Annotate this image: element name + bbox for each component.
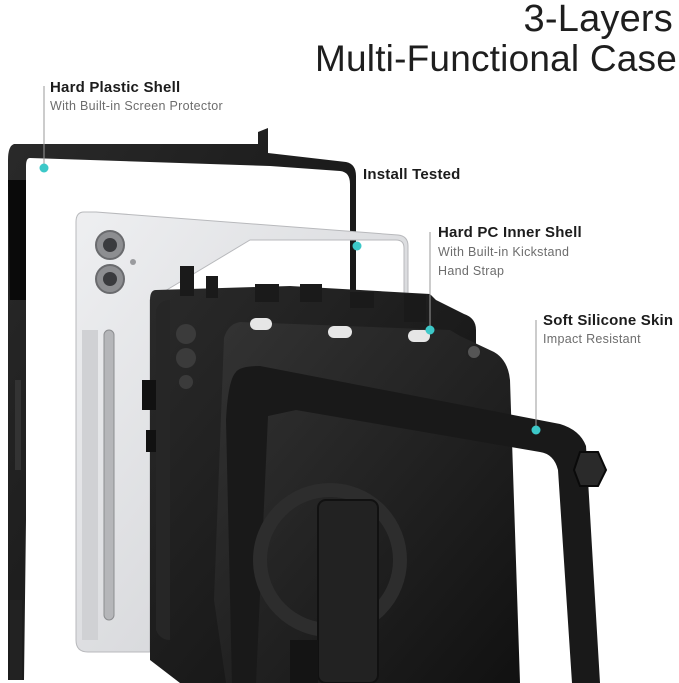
callout-label: Hard Plastic Shell [50, 79, 181, 96]
silicone-skin-dot [531, 425, 541, 435]
headline-line-1: 3-Layers [523, 0, 673, 40]
callout-dots [39, 163, 541, 435]
callout-detail: Hand Strap [438, 264, 505, 278]
soft-silicone-skin [214, 318, 608, 683]
shell-dot [39, 163, 49, 173]
callout-detail: With Built-in Kickstand [438, 245, 570, 259]
callout-leaders [43, 86, 537, 430]
callout-detail: Impact Resistant [543, 332, 641, 346]
callout-soft-silicone-skin: Soft Silicone Skin Impact Resistant [543, 312, 673, 347]
callout-label: Hard PC Inner Shell [438, 224, 582, 241]
install-tested-dot [352, 241, 362, 251]
tablet-device [75, 211, 409, 653]
callout-hard-plastic-shell: Hard Plastic Shell With Built-in Screen … [50, 79, 223, 114]
headline-line-2: Multi-Functional Case [314, 38, 677, 79]
callout-label: Install Tested [363, 166, 461, 183]
callout-detail: With Built-in Screen Protector [50, 99, 223, 113]
hard-plastic-shell-frame [8, 128, 356, 680]
inner-shell-dot [425, 325, 435, 335]
callout-hard-pc-inner-shell: Hard PC Inner Shell With Built-in Kickst… [438, 224, 582, 279]
callout-install-tested: Install Tested [363, 166, 461, 183]
callout-label: Soft Silicone Skin [543, 312, 674, 329]
